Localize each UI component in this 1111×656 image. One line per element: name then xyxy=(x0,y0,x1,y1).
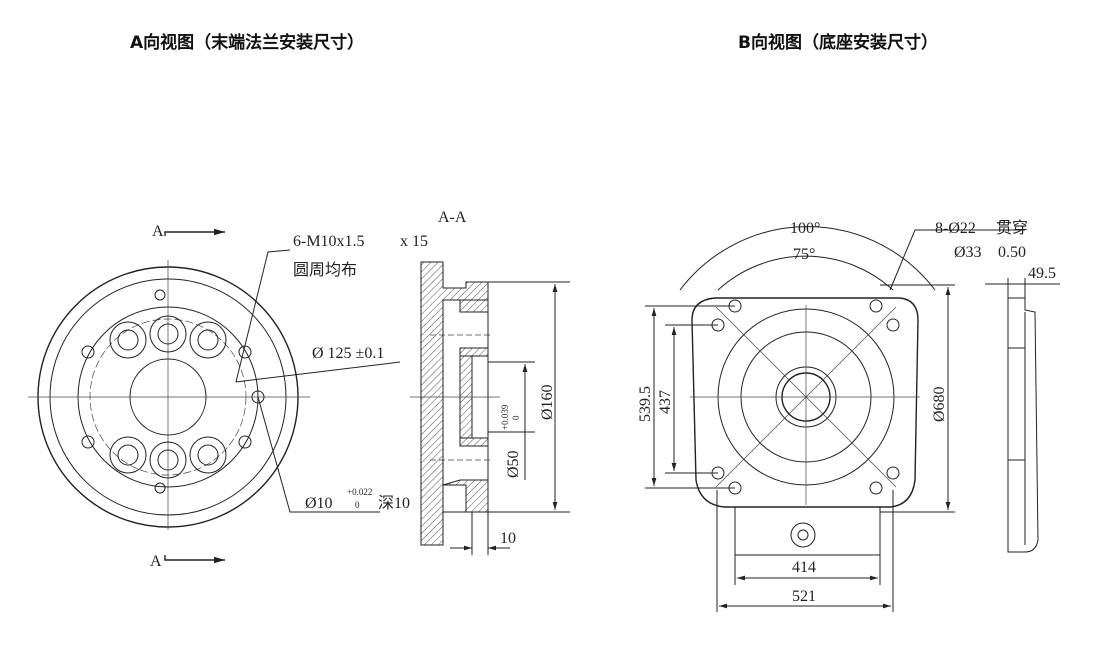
section-marker-bottom: A xyxy=(150,553,162,570)
pin-hole-dimension: Ø10 xyxy=(305,495,333,512)
pin-depth: 深10 xyxy=(378,494,410,512)
base-side-view xyxy=(985,278,1060,553)
outer-dia-dimension: Ø160 xyxy=(539,384,556,420)
hole-spec: 8-Ø22 xyxy=(935,220,976,237)
hole-note: 贯穿 xyxy=(996,219,1028,237)
counterbore-depth: 0.50 xyxy=(998,244,1026,261)
bore-tolerance-lower: 0 xyxy=(511,415,521,420)
width-inner-dimension: 414 xyxy=(792,559,816,576)
section-aa-view xyxy=(410,261,570,555)
pin-tolerance-lower: 0 xyxy=(355,500,360,510)
bore-dia-dimension: Ø50 xyxy=(505,450,522,478)
b-view-title: B向视图（底座安装尺寸） xyxy=(738,33,938,53)
a-view-title: A向视图（末端法兰安装尺寸） xyxy=(130,33,365,53)
bolt-hole-group-top xyxy=(109,315,227,359)
thread-depth: x 15 xyxy=(400,233,428,250)
height-inner-dimension: 437 xyxy=(657,390,674,414)
section-label: A-A xyxy=(438,209,467,226)
thread-note: 圆周均布 xyxy=(293,261,357,279)
bolt-hole-group-bottom xyxy=(109,436,227,479)
section-marker-top: A xyxy=(152,223,164,240)
width-outer-dimension: 521 xyxy=(792,588,816,605)
base-dia-dimension: Ø680 xyxy=(931,386,948,422)
bore-tolerance-upper: +0.039 xyxy=(500,404,510,430)
flange-front-view xyxy=(28,228,401,564)
thickness-dimension: 10 xyxy=(500,530,516,547)
counterbore-dimension: Ø33 xyxy=(954,244,982,261)
angle-outer: 100° xyxy=(790,220,820,237)
base-plan-view xyxy=(645,226,1025,612)
side-offset-dimension: 49.5 xyxy=(1028,265,1056,282)
angle-inner: 75° xyxy=(793,246,815,263)
pin-tolerance-upper: +0.022 xyxy=(347,487,372,497)
height-outer-dimension: 539.5 xyxy=(637,386,654,422)
thread-spec: 6-M10x1.5 xyxy=(293,233,365,250)
pcd-dimension: Ø 125 ±0.1 xyxy=(312,345,384,362)
